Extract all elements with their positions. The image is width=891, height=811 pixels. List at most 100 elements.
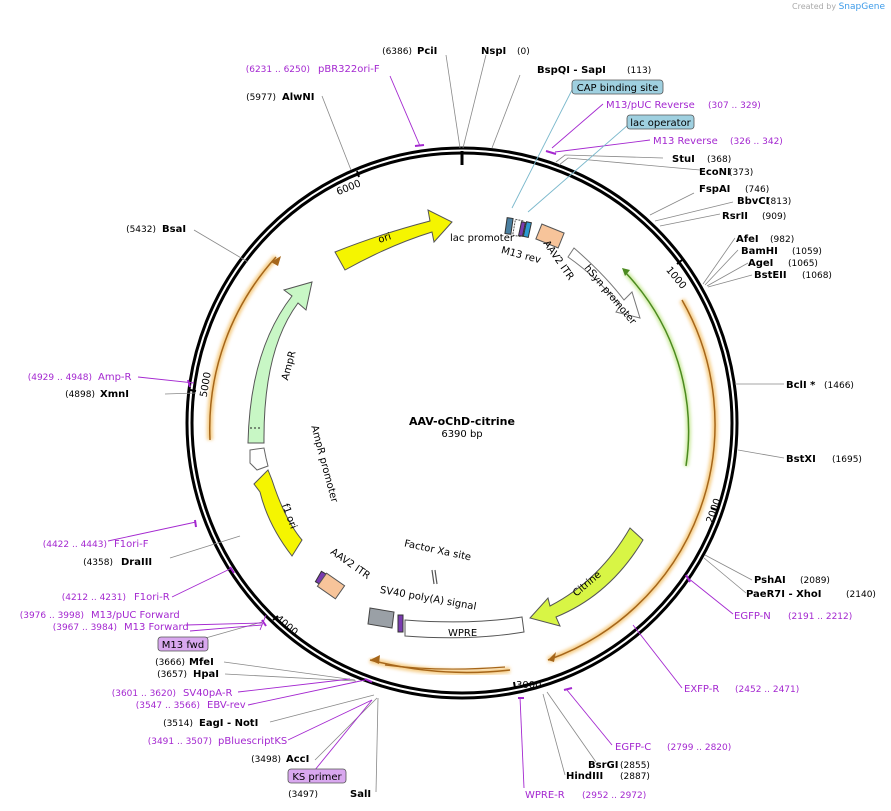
site-bamhi-position: (1059)	[792, 247, 822, 257]
primer-amp-r-range: (4929 .. 4948)	[28, 373, 92, 383]
site-paer7i-xhoi-position: (2140)	[846, 590, 876, 600]
tick-3000: 3000	[513, 680, 541, 691]
site-eagi-noti-position: (3514)	[163, 719, 193, 729]
site-xmni-name: XmnI	[100, 389, 129, 400]
svg-text:lac promoter: lac promoter	[450, 233, 515, 244]
tick-2000: 2000	[705, 497, 724, 525]
site-sali-position: (3497)	[288, 790, 318, 800]
box-m13-fwd-label: M13 fwd	[162, 640, 204, 651]
site-bbvci-position: (813)	[767, 197, 791, 207]
primer-f1ori-f-name: F1ori-F	[114, 539, 149, 550]
primer-exfp-r-range: (2452 .. 2471)	[735, 685, 799, 695]
box-ks-primer-label: KS primer	[292, 772, 342, 783]
feature-aav2-itr-bottom: AAV2 ITR	[314, 547, 372, 600]
site-eagi-noti-name: EagI - NotI	[199, 718, 258, 729]
svg-text:2000: 2000	[705, 497, 724, 525]
orf-arcs	[206, 254, 719, 676]
site-bbvci-name: BbvCI	[737, 196, 769, 207]
svg-text:SV40 poly(A) signal: SV40 poly(A) signal	[379, 585, 477, 613]
svg-text:AAV2 ITR: AAV2 ITR	[328, 547, 372, 582]
site-bsrgi-position: (2855)	[620, 761, 650, 771]
primer-pbr322ori-f-name: pBR322ori-F	[318, 64, 380, 75]
site-afei-position: (982)	[770, 235, 794, 245]
site-rsrii-position: (909)	[762, 212, 786, 222]
plasmid-name: AAV-oChD-citrine	[409, 415, 515, 428]
primer-m13puc-reverse-range: (307 .. 329)	[708, 101, 761, 111]
site-bamhi-name: BamHI	[741, 246, 778, 257]
site-bsteii-name: BstEII	[754, 270, 787, 281]
site-xmni-position: (4898)	[65, 390, 95, 400]
site-bspqi-sapi-position: (113)	[627, 66, 651, 76]
site-mfei-position: (3666)	[155, 658, 185, 668]
primer-f1ori-r-range: (4212 .. 4231)	[62, 593, 126, 603]
site-bcli-name: BclI *	[786, 380, 816, 391]
tick-1000: 1000	[663, 259, 688, 292]
site-nspi-position: (0)	[517, 47, 530, 57]
plasmid-size: 6390 bp	[441, 429, 482, 440]
primer-pbluescriptks-range: (3491 .. 3507)	[148, 737, 212, 747]
site-pcii-position: (6386)	[382, 47, 412, 57]
feature-f1-ori: f1 ori	[253, 469, 303, 557]
site-acci-name: AccI	[286, 754, 309, 765]
site-alwni-position: (5977)	[246, 93, 276, 103]
snapgene-credit: Created by SnapGene	[792, 2, 885, 12]
svg-text:WPRE: WPRE	[448, 628, 477, 639]
site-stui-position: (368)	[707, 155, 731, 165]
primer-amp-r-name: Amp-R	[98, 372, 132, 383]
primer-wpre-r-range: (2952 .. 2972)	[582, 791, 646, 801]
box-cap-binding-site	[571, 79, 664, 95]
primer-m13-reverse-name: M13 Reverse	[653, 136, 718, 147]
primer-m13puc-forward-range: (3976 .. 3998)	[20, 611, 84, 621]
primer-lines	[107, 75, 734, 789]
feature-hsyn-promoter: hSyn promoter	[567, 247, 641, 328]
primer-m13puc-reverse-name: M13/pUC Reverse	[606, 100, 695, 111]
box-lac-operator	[626, 114, 695, 130]
primer-sv40pa-r-name: SV40pA-R	[183, 688, 232, 699]
site-bspqi-sapi-name: BspQI - SapI	[537, 65, 606, 76]
feature-wpre: WPRE	[404, 616, 525, 639]
site-draiii-position: (4358)	[83, 558, 113, 568]
primer-f1ori-f-range: (4422 .. 4443)	[43, 540, 107, 550]
site-bsrgi-name: BsrGI	[588, 760, 618, 771]
site-econi-name: EcoNI	[699, 167, 731, 178]
site-mfei-name: MfeI	[189, 657, 214, 668]
primer-egfp-n-name: EGFP-N	[734, 611, 771, 622]
primer-pbr322ori-f-range: (6231 .. 6250)	[246, 65, 310, 75]
site-draiii-name: DraIII	[121, 557, 152, 568]
site-econi-position: (373)	[729, 168, 753, 178]
site-bcli-position: (1466)	[824, 381, 854, 391]
credit-prefix: Created by	[792, 2, 837, 11]
svg-text:AmpR: AmpR	[280, 350, 298, 382]
site-fspai-name: FspAI	[699, 184, 730, 195]
feature-citrine: Citrine	[529, 527, 644, 627]
svg-text:AmpR promoter: AmpR promoter	[308, 424, 339, 504]
primer-egfp-c-name: EGFP-C	[615, 742, 651, 753]
site-pcii-name: PciI	[417, 46, 437, 57]
svg-text:ori: ori	[377, 231, 393, 245]
site-afei-name: AfeI	[736, 234, 759, 245]
feature-lac-promoter-cluster: lac promoter M13 rev AAV2 ITR	[450, 217, 576, 282]
primer-exfp-r-name: EXFP-R	[684, 684, 719, 695]
callout-lines	[164, 54, 785, 793]
site-hpai-position: (3657)	[157, 670, 187, 680]
site-acci-position: (3498)	[251, 755, 281, 765]
box-ks-primer	[287, 768, 347, 784]
box-lac-operator-label: lac operator	[630, 118, 691, 129]
svg-text:M13 rev: M13 rev	[500, 245, 542, 266]
site-sali-name: SalI	[350, 789, 371, 800]
site-agei-name: AgeI	[748, 258, 773, 269]
site-fspai-position: (746)	[745, 185, 769, 195]
site-rsrii-name: RsrII	[722, 211, 748, 222]
box-m13-fwd	[157, 636, 209, 652]
site-bstxi-name: BstXI	[786, 454, 816, 465]
feature-ampr: AmpR AmpR promoter	[247, 281, 340, 505]
primer-f1ori-r-name: F1ori-R	[134, 592, 170, 603]
site-alwni-name: AlwNI	[282, 92, 315, 103]
credit-brand: SnapGene	[838, 2, 885, 12]
feature-factor-xa: Factor Xa site	[403, 538, 472, 585]
primer-marks	[187, 144, 691, 699]
primer-ebv-rev-range: (3547 .. 3566)	[136, 701, 200, 711]
primer-m13puc-forward-name: M13/pUC Forward	[91, 610, 180, 621]
svg-text:3000: 3000	[516, 680, 541, 691]
